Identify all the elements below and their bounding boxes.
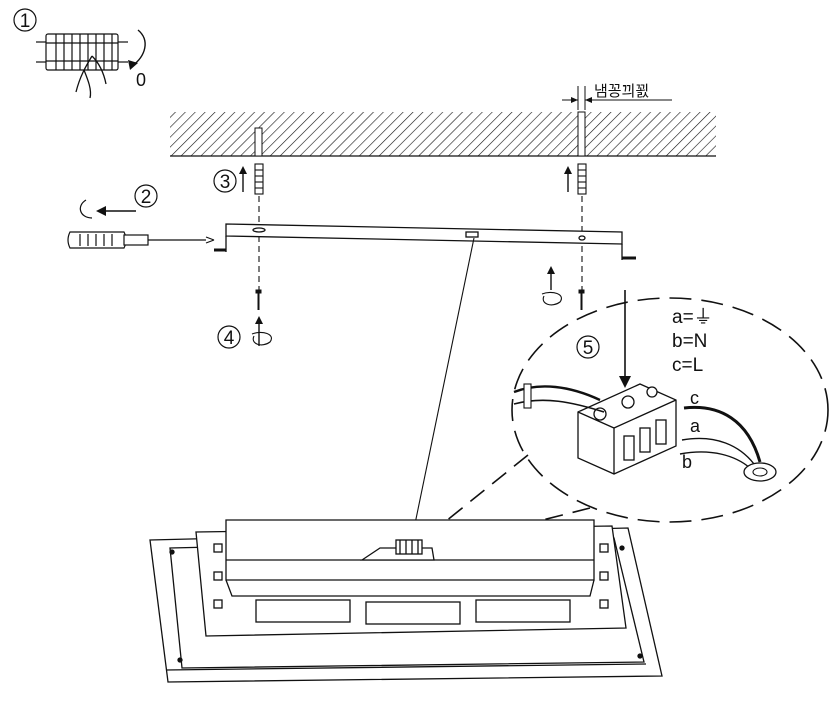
step2-unscrew-bracket: 2 (67, 184, 215, 249)
drill-hole-left (254, 127, 263, 157)
step5-number: 5 (583, 338, 594, 359)
wire-live (683, 405, 762, 463)
up-arrow-icon (547, 266, 555, 274)
mounting-bracket (214, 223, 636, 260)
wall-plug-icon (577, 163, 587, 195)
step4-circle (217, 325, 241, 349)
step1-number: 1 (20, 11, 31, 32)
rotate-cw-icon (251, 331, 272, 346)
ceiling-hatch (170, 112, 716, 156)
step1-power-off: 1 0 (13, 8, 146, 99)
wire-neutral (679, 451, 751, 469)
step3-number: 3 (220, 172, 231, 193)
hole-diameter-label: 냄꽁끠꾌 (594, 83, 649, 100)
legend-neutral: b=N (672, 331, 707, 352)
supply-wire (513, 399, 605, 413)
fuse-box-icon (36, 33, 128, 71)
cable-clamp-icon (523, 383, 532, 409)
step5-wiring-detail: 5 a=⏚ b=N c=L c a b (419, 290, 829, 549)
supply-wire (513, 385, 601, 402)
rotate-ccw-icon (79, 199, 93, 219)
screw-icon (578, 289, 585, 310)
step2-number: 2 (141, 187, 152, 208)
down-arrow-icon (619, 376, 631, 388)
terminal-connector-icon (395, 539, 423, 555)
step3-wall-plugs: 3 (213, 163, 587, 195)
rotate-cw-icon (541, 291, 562, 306)
legend-live: c=L (672, 355, 703, 376)
step3-circle (213, 169, 237, 193)
up-arrow-icon (564, 166, 572, 174)
detail-bubble (511, 297, 829, 523)
ceiling (170, 111, 716, 157)
rotate-arrow-icon (131, 29, 146, 67)
rotate-arrowhead-icon (128, 60, 138, 70)
terminal-block-icon (577, 383, 677, 475)
left-arrow-icon (96, 206, 106, 216)
drill-hole-right (577, 111, 586, 157)
step4-number: 4 (224, 328, 235, 349)
ceiling-light-panel (149, 519, 663, 683)
step4-fix-screws: 4 (217, 266, 585, 349)
hole-diameter-dimension: 냄꽁끠꾌 (562, 83, 672, 110)
legend-earth: a=⏚ (672, 307, 713, 328)
step1-circle (13, 8, 37, 32)
wire-label-a: a (690, 416, 701, 436)
wire-earth (681, 437, 755, 465)
wire-label-c: c (690, 388, 699, 408)
step2-circle (134, 184, 158, 208)
up-arrow-icon (239, 166, 247, 174)
wire-label-b: b (682, 452, 692, 472)
power-off-label: 0 (136, 70, 146, 90)
wall-plug-icon (254, 163, 264, 195)
step5-circle (576, 335, 600, 359)
screw-icon (255, 289, 262, 310)
up-arrow-icon (255, 316, 263, 324)
hand-icon (75, 55, 107, 99)
power-cable (409, 237, 475, 549)
screwdriver-icon (67, 231, 215, 249)
